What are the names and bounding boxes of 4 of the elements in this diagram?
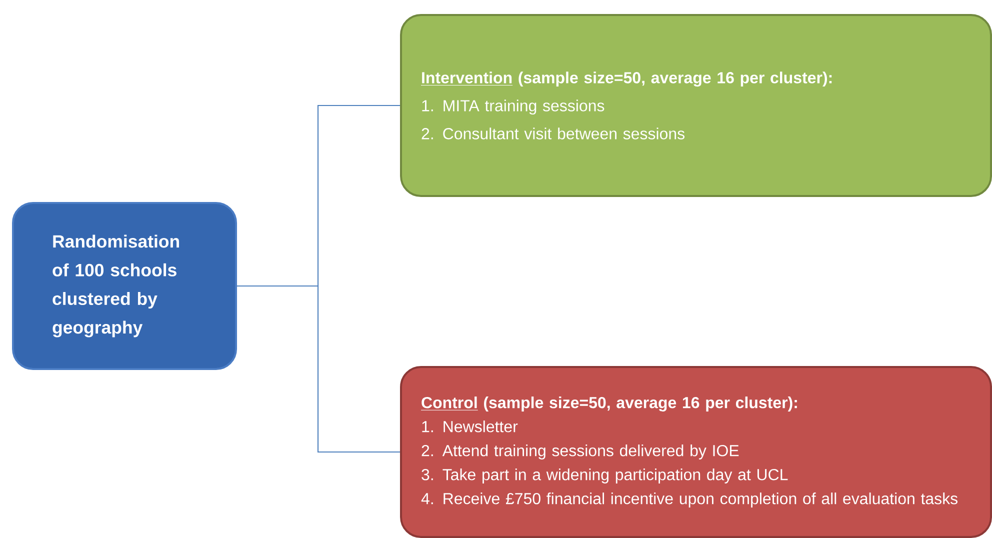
group-box: Intervention (sample size=50, average 16 per cluster): 1. MITA training sessions 2. Consultant visit between sessions [400,14,992,197]
connector-line [237,285,400,453]
group-box: Control (sample size=50, average 16 per cluster): 1. Newsletter 2. Attend training sessions delivered by IOE 3. Take part in a widening participation day at UCL 4. Receive £750 financial incentive upon completion of all evaluation tasks [400,366,992,538]
process-box: Randomisation of 100 schools clustered by geography [12,202,237,370]
